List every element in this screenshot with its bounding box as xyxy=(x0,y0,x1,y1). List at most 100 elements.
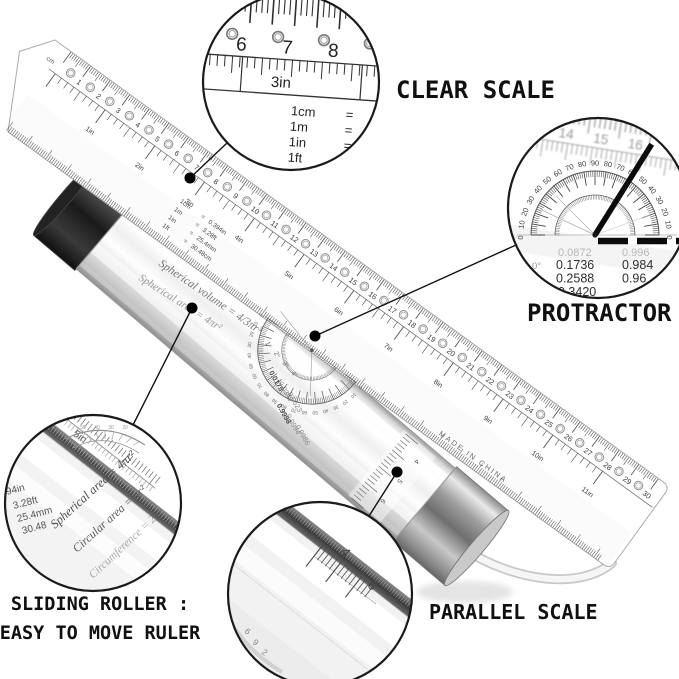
magnified-protractor-degree: 60 xyxy=(552,167,564,179)
inch-label: 4in xyxy=(233,234,245,245)
trig-table-value: 0.0872 xyxy=(558,247,592,259)
trig-table-value: 0.96 xyxy=(622,272,646,286)
magnified-protractor-degree: 80 xyxy=(603,159,613,169)
callout-circle-outline xyxy=(3,413,183,593)
callout-anchor-dot xyxy=(309,330,321,342)
svg-text:=: = xyxy=(193,221,200,229)
inch-label: 5in xyxy=(283,270,295,281)
magnified-protractor-degree: 0 xyxy=(665,235,674,239)
magnified-cap-number: 9 xyxy=(251,637,261,648)
ruler-protractor-degree: 50 xyxy=(248,362,255,369)
conversion-from: 1in xyxy=(167,214,178,225)
magnified-cm-number: 14 xyxy=(558,125,576,142)
inch-label: 9in xyxy=(482,415,494,426)
ruler-protractor-degree: 30 xyxy=(247,342,254,348)
magnified-arc-degree: 30 xyxy=(108,425,114,431)
roller-scale-number: 4 xyxy=(412,457,420,465)
sliding-roller-label-line2: EASY TO MOVE RULER xyxy=(0,623,201,644)
magnified-conversion-fragment: 94in xyxy=(5,482,26,498)
sliding-roller-label: SLIDING ROLLER : EASY TO MOVE RULER xyxy=(0,590,208,648)
callout-line xyxy=(314,244,517,337)
callout-anchor-dot xyxy=(186,302,198,314)
cm-number: 4 xyxy=(133,120,142,130)
ruler-protractor-degree: 0 xyxy=(357,384,364,390)
cm-number: 2 xyxy=(94,92,103,102)
magnified-protractor-degree: 30 xyxy=(524,194,536,206)
magnified-protractor-degree: 0 xyxy=(516,235,525,239)
callout-circle-outline xyxy=(201,0,381,172)
magnified-protractor-degree: 10 xyxy=(516,220,526,230)
protractor-needle xyxy=(592,142,655,237)
ruler-unit-label: cm xyxy=(45,55,56,66)
ruler-protractor-degree: 60 xyxy=(301,409,307,416)
callout-anchor-dot xyxy=(184,172,196,184)
magnified-protractor-degree: 20 xyxy=(519,207,530,218)
magnified-protractor-degree: 70 xyxy=(564,162,575,173)
ruler-protractor-degree: 40 xyxy=(322,407,329,414)
ruler-protractor-degree: 20 xyxy=(249,331,256,338)
callout-line xyxy=(132,307,193,426)
trig-degree: 1° xyxy=(263,340,273,350)
ruler-protractor-degree: 10 xyxy=(349,391,357,399)
magnified-cm-number: 16 xyxy=(627,136,644,153)
callout-circle-outline xyxy=(506,116,679,300)
callout-line xyxy=(368,471,398,517)
trig-degree: 2° xyxy=(272,350,282,360)
magnified-inch-label: 3in xyxy=(270,74,291,92)
parallel-scale-label: PARALLEL SCALE xyxy=(429,600,598,624)
magnified-conversion-label: 1ft xyxy=(287,149,303,165)
ruler-protractor-degree: 60 xyxy=(251,372,259,380)
magnified-conversion-label: 1in xyxy=(288,134,306,150)
cm-number: 7 xyxy=(192,163,201,173)
magnified-conversion-label: 1cm xyxy=(290,103,316,120)
magnified-protractor-degree: 30 xyxy=(654,194,666,206)
cm-number: 11 xyxy=(269,218,281,230)
svg-text:=: = xyxy=(199,213,206,221)
magnified-cap-number: 6 xyxy=(243,626,253,637)
ruler-body xyxy=(7,39,668,567)
ruler-protractor-degree: 50 xyxy=(312,409,318,415)
trig-table-value: 0.996 xyxy=(622,247,650,259)
roller-parallel-scale: 4 5 6 xyxy=(348,429,436,523)
svg-text:=: = xyxy=(188,230,195,238)
magnified-protractor-degree: 70 xyxy=(615,162,626,173)
roller-scale-number: 6 xyxy=(378,497,386,505)
trig-table-value: 0.2588 xyxy=(556,272,594,286)
magnified-protractor-degree: 80 xyxy=(577,159,587,169)
clear-scale-label: CLEAR SCALE xyxy=(396,76,555,104)
trig-table-degree: 0° xyxy=(532,261,541,272)
magnified-arc-degree: 50 xyxy=(80,425,86,431)
trig-table-value: 0.984 xyxy=(622,258,653,272)
svg-text:=: = xyxy=(182,238,189,246)
cm-number: 1 xyxy=(75,77,84,87)
magnified-cm-number: 7 xyxy=(281,37,293,59)
magnified-cm-number: 6 xyxy=(235,34,247,56)
magnified-cm-number: 8 xyxy=(327,41,339,63)
magnified-conversion-label: 1m xyxy=(289,119,308,135)
cm-number: 6 xyxy=(173,148,182,158)
trig-table-value: 0.1736 xyxy=(556,258,594,272)
magnified-arc-degree: 40 xyxy=(94,425,100,431)
roller-scale-number: 5 xyxy=(395,477,403,485)
right-arm xyxy=(457,543,617,585)
magnified-protractor-degree: 10 xyxy=(663,220,673,230)
inch-label: 3in xyxy=(183,198,195,209)
conversion-from: 1m xyxy=(172,206,183,217)
conversion-from: 1ft xyxy=(161,222,171,232)
magnified-protractor-degree: 90 xyxy=(591,159,599,168)
cm-number: 9 xyxy=(231,191,240,201)
cm-number: 3 xyxy=(114,106,123,116)
ruler-protractor-degree: 80 xyxy=(280,402,288,410)
inch-label: 2in xyxy=(133,162,145,173)
protractor-label: PROTRACTOR xyxy=(527,299,672,327)
svg-text:=: = xyxy=(343,138,352,153)
main-ruler: cm12345678910111213141516171819202122232… xyxy=(6,39,668,567)
magnified-cap-number: 2 xyxy=(260,647,270,658)
cm-number: 8 xyxy=(212,177,221,187)
